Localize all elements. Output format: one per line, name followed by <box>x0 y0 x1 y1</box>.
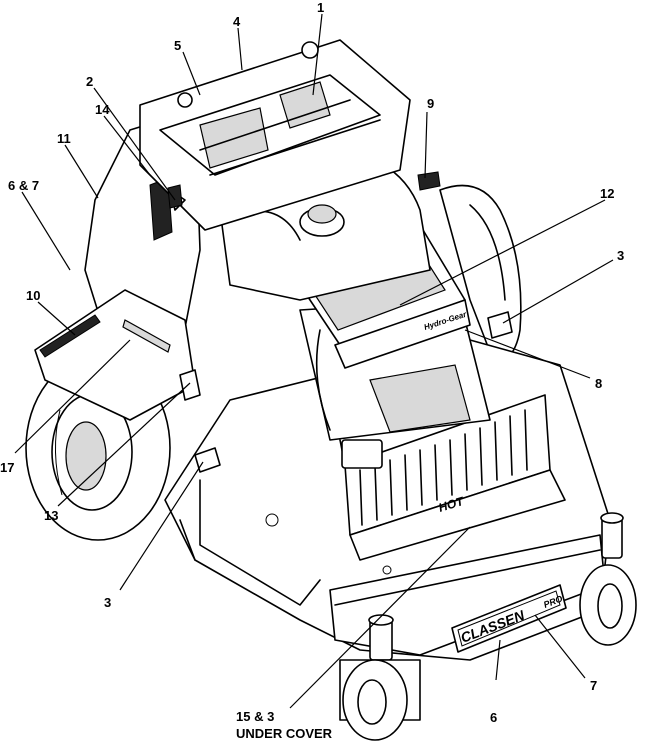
callout-6: 6 <box>490 710 497 725</box>
front-left-caster <box>339 614 421 741</box>
small-decal-plates <box>179 171 513 473</box>
callout-8: 8 <box>595 376 602 391</box>
callout-13: 13 <box>44 508 58 523</box>
callout-5: 5 <box>174 38 181 53</box>
mower-drawing: CLASSEN PRO <box>25 39 637 741</box>
callout-4: 4 <box>233 14 241 29</box>
leader-lines <box>14 13 614 709</box>
callout-under-cover: UNDER COVER <box>236 726 333 741</box>
callout-1: 1 <box>317 0 324 15</box>
front-right-caster <box>579 512 637 646</box>
callout-3-left: 3 <box>104 595 111 610</box>
callout-14: 14 <box>95 102 110 117</box>
callout-3-right: 3 <box>617 248 624 263</box>
callout-7: 7 <box>590 678 597 693</box>
control-console <box>139 39 411 231</box>
callout-12: 12 <box>600 186 614 201</box>
callout-17: 17 <box>0 460 14 475</box>
callout-2: 2 <box>86 74 93 89</box>
callout-6-7: 6 & 7 <box>8 178 39 193</box>
callout-11: 11 <box>57 131 71 146</box>
callout-labels: 1 2 3 3 4 5 6 & 7 6 7 8 9 10 11 12 13 14… <box>0 0 624 741</box>
callout-9: 9 <box>427 96 434 111</box>
discharge-guard: HOT <box>344 394 566 561</box>
callout-10: 10 <box>26 288 40 303</box>
callout-15-3: 15 & 3 <box>236 709 274 724</box>
